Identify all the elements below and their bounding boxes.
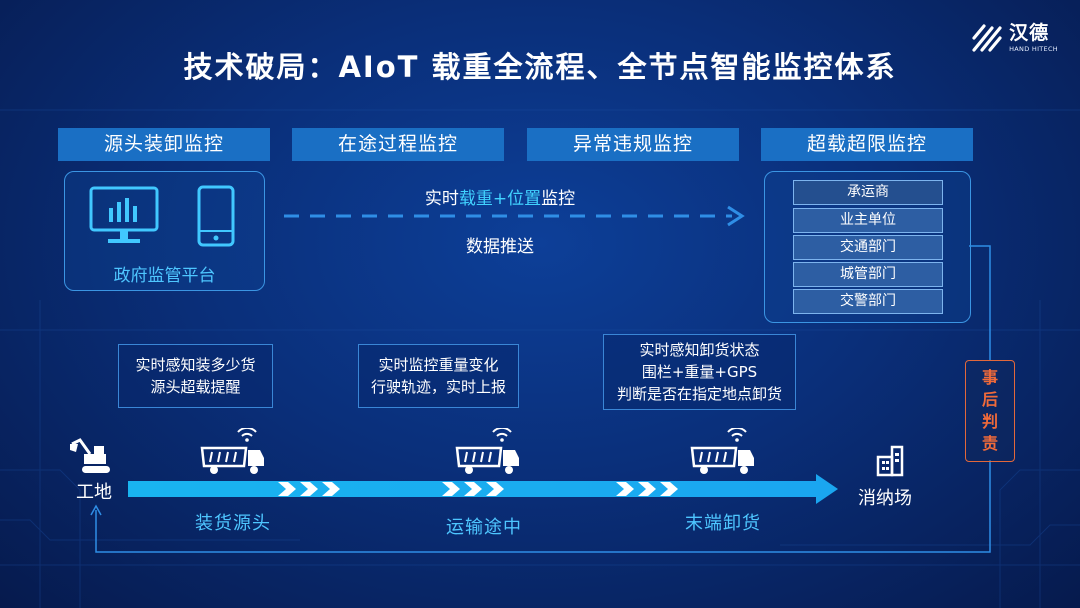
stage-abnormal-monitoring: 异常违规监控 bbox=[527, 128, 739, 161]
data-flow-arrow bbox=[284, 205, 745, 227]
after-char-1: 事 bbox=[981, 368, 998, 387]
brand-logo: 汉德 HAND HITECH bbox=[971, 22, 1058, 54]
note-source-line-2: 源头超载提醒 bbox=[150, 378, 241, 396]
note-transit-line-2: 行驶轨迹，实时上报 bbox=[370, 378, 506, 396]
after-responsibility-box: 事 后 判 责 bbox=[965, 360, 1015, 462]
note-transit-line-1: 实时监控重量变化 bbox=[378, 356, 499, 374]
after-char-4: 责 bbox=[981, 434, 998, 453]
dept-owner: 业主单位 bbox=[793, 208, 943, 233]
realtime-suffix: 监控 bbox=[541, 189, 576, 209]
realtime-prefix: 实时 bbox=[424, 189, 459, 209]
after-char-3: 判 bbox=[981, 412, 998, 431]
gov-platform-label: 政府监管平台 bbox=[113, 266, 216, 286]
note-unload-line-2: 围栏+重量+GPS bbox=[641, 363, 758, 381]
stage-transit-monitoring: 在途过程监控 bbox=[292, 128, 504, 161]
gov-platform-box: 政府监管平台 bbox=[64, 171, 265, 291]
logo-cn: 汉德 bbox=[1009, 21, 1050, 44]
construction-site-label: 工地 bbox=[76, 482, 112, 503]
departments-box: 承运商 业主单位 交通部门 城管部门 交警部门 bbox=[764, 171, 971, 323]
disposal-site-label: 消纳场 bbox=[858, 488, 912, 509]
note-source: 实时感知装多少货 源头超载提醒 bbox=[118, 344, 273, 408]
dept-carrier: 承运商 bbox=[793, 180, 943, 205]
note-unload-line-3: 判断是否在指定地点卸货 bbox=[616, 385, 782, 403]
logo-en: HAND HITECH bbox=[1009, 44, 1058, 53]
truck-unload-icon bbox=[690, 428, 754, 474]
note-unload-line-1: 实时感知卸货状态 bbox=[639, 341, 760, 359]
logo-mark-icon bbox=[972, 24, 1002, 52]
excavator-icon bbox=[70, 438, 110, 473]
after-char-2: 后 bbox=[981, 390, 998, 409]
building-icon bbox=[876, 445, 904, 477]
stage-source-monitoring: 源头装卸监控 bbox=[58, 128, 270, 161]
data-push-text: 数据推送 bbox=[466, 237, 534, 257]
stage-label-transit: 运输途中 bbox=[446, 517, 522, 538]
stage-overload-monitoring: 超载超限监控 bbox=[761, 128, 973, 161]
stage-label-loading: 装货源头 bbox=[195, 513, 271, 534]
truck-source-icon bbox=[200, 428, 264, 474]
realtime-monitoring-text: 实时载重+位置监控 bbox=[330, 184, 670, 209]
note-transit: 实时监控重量变化 行驶轨迹，实时上报 bbox=[358, 344, 519, 408]
dept-traffic-police: 交警部门 bbox=[793, 289, 943, 314]
note-unload: 实时感知卸货状态 围栏+重量+GPS 判断是否在指定地点卸货 bbox=[603, 334, 796, 410]
main-flow-arrow bbox=[128, 474, 838, 504]
page-title: 技术破局：AIoT 载重全流程、全节点智能监控体系 bbox=[183, 50, 897, 84]
note-source-line-1: 实时感知装多少货 bbox=[135, 356, 256, 374]
truck-transit-icon bbox=[455, 428, 519, 474]
dept-transport: 交通部门 bbox=[793, 235, 943, 260]
dept-urban-management: 城管部门 bbox=[793, 262, 943, 287]
load-position-highlight: 载重+位置 bbox=[458, 189, 542, 209]
monitor-icon bbox=[89, 186, 159, 243]
tablet-icon bbox=[197, 185, 235, 247]
stage-label-unloading: 末端卸货 bbox=[685, 513, 761, 534]
